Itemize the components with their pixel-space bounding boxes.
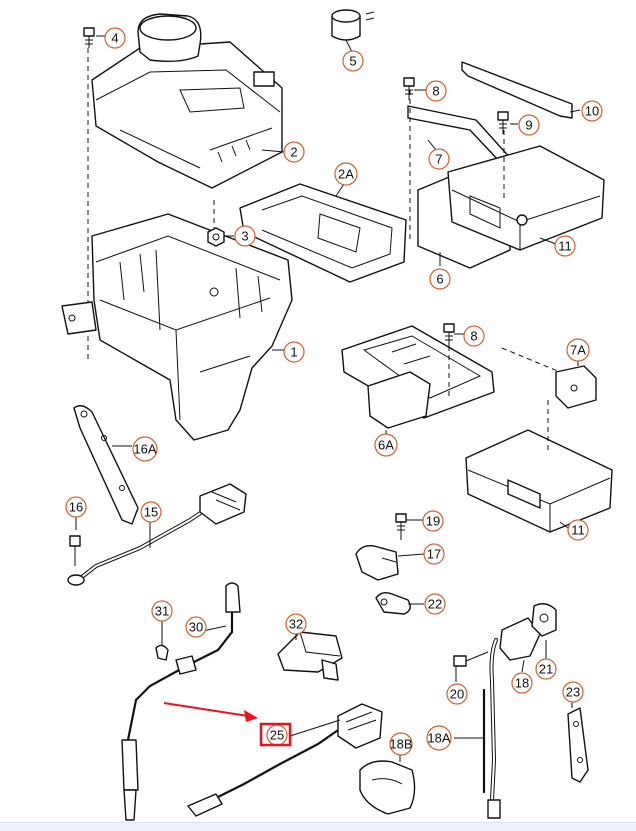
assembly-line bbox=[501, 347, 561, 373]
svg-text:3: 3 bbox=[241, 229, 248, 244]
callout-5: 5 bbox=[342, 50, 364, 72]
callout-11-lower: 11 bbox=[567, 519, 589, 541]
svg-text:2A: 2A bbox=[338, 167, 354, 182]
callout-23: 23 bbox=[562, 681, 584, 703]
callout-8-middle: 8 bbox=[463, 325, 485, 347]
svg-text:1: 1 bbox=[290, 345, 297, 360]
svg-text:10: 10 bbox=[585, 104, 599, 119]
sensor-32 bbox=[277, 631, 343, 681]
svg-text:7: 7 bbox=[435, 152, 442, 167]
bracket-16a bbox=[73, 405, 139, 525]
callout-15: 15 bbox=[140, 501, 162, 523]
svg-text:25: 25 bbox=[270, 728, 284, 743]
knock-sensor-15 bbox=[67, 483, 247, 586]
svg-text:18: 18 bbox=[515, 676, 529, 691]
svg-text:20: 20 bbox=[450, 687, 464, 702]
gasket-22 bbox=[375, 591, 411, 615]
ecu-box-housing bbox=[61, 213, 293, 441]
svg-text:8: 8 bbox=[432, 84, 439, 99]
callout-7: 7 bbox=[428, 148, 450, 170]
callout-6a: 6A bbox=[374, 433, 398, 457]
svg-text:17: 17 bbox=[427, 547, 441, 562]
callout-8-top: 8 bbox=[425, 80, 447, 102]
svg-text:2: 2 bbox=[290, 145, 297, 160]
callout-20: 20 bbox=[446, 683, 468, 705]
red-arrow bbox=[163, 702, 258, 722]
svg-text:6: 6 bbox=[436, 272, 443, 287]
callout-31: 31 bbox=[151, 600, 173, 622]
svg-text:18A: 18A bbox=[427, 731, 450, 746]
callout-11-top: 11 bbox=[554, 235, 576, 257]
page-footer-strip bbox=[0, 822, 636, 831]
svg-text:31: 31 bbox=[155, 604, 169, 619]
callout-32: 32 bbox=[285, 613, 307, 635]
callout-30: 30 bbox=[185, 616, 207, 638]
cover-18b bbox=[359, 760, 416, 815]
nut-3 bbox=[207, 227, 225, 247]
svg-text:19: 19 bbox=[426, 514, 440, 529]
highlight-box bbox=[259, 722, 292, 747]
callout-19: 19 bbox=[422, 510, 444, 532]
svg-text:11: 11 bbox=[558, 239, 572, 254]
callout-25: 25 bbox=[266, 724, 288, 746]
svg-text:15: 15 bbox=[144, 505, 158, 520]
bolt-19 bbox=[395, 513, 407, 540]
bolt-20 bbox=[453, 651, 489, 667]
clip-31 bbox=[155, 644, 169, 661]
callout-16a: 16A bbox=[132, 436, 158, 462]
callout-9: 9 bbox=[518, 114, 540, 136]
callout-18a: 18A bbox=[426, 725, 452, 751]
callout-7a: 7A bbox=[566, 338, 590, 362]
svg-text:8: 8 bbox=[470, 329, 477, 344]
svg-text:6A: 6A bbox=[378, 438, 394, 453]
callout-17: 17 bbox=[423, 543, 445, 565]
callout-3: 3 bbox=[234, 225, 256, 247]
callout-1: 1 bbox=[283, 341, 305, 363]
ecu-bracket-6a bbox=[341, 325, 495, 429]
callout-16: 16 bbox=[65, 496, 87, 518]
screw-4 bbox=[83, 27, 95, 48]
svg-text:7A: 7A bbox=[570, 343, 586, 358]
svg-text:5: 5 bbox=[349, 54, 356, 69]
callout-21: 21 bbox=[535, 658, 557, 680]
screw-8-middle bbox=[443, 323, 455, 346]
svg-text:23: 23 bbox=[566, 685, 580, 700]
callout-2: 2 bbox=[283, 141, 305, 163]
speed-sensor-18 bbox=[487, 603, 557, 819]
oxygen-sensor-30 bbox=[121, 582, 241, 821]
ecu-bracket-assembly bbox=[407, 61, 605, 269]
svg-text:22: 22 bbox=[428, 597, 442, 612]
svg-text:18B: 18B bbox=[389, 737, 412, 752]
callout-22: 22 bbox=[424, 593, 446, 615]
oxygen-sensor-25 bbox=[187, 703, 383, 817]
bracket-23 bbox=[567, 707, 589, 783]
svg-text:16A: 16A bbox=[133, 442, 156, 457]
screw-9 bbox=[497, 111, 509, 134]
ecu-box-cover bbox=[91, 13, 283, 189]
callout-10: 10 bbox=[581, 100, 603, 122]
bolt-16 bbox=[69, 535, 81, 566]
svg-text:32: 32 bbox=[289, 617, 303, 632]
ecu-unit-11-lower bbox=[465, 429, 613, 533]
svg-text:16: 16 bbox=[69, 500, 83, 515]
callout-6: 6 bbox=[429, 268, 451, 290]
svg-text:9: 9 bbox=[525, 118, 532, 133]
ecu-7a bbox=[555, 365, 597, 409]
svg-text:21: 21 bbox=[539, 662, 553, 677]
sensor-17 bbox=[355, 544, 399, 581]
svg-text:4: 4 bbox=[111, 31, 118, 46]
screw-8-top bbox=[403, 77, 415, 100]
callout-18b: 18B bbox=[389, 732, 413, 756]
callout-4: 4 bbox=[104, 27, 126, 49]
relay-5 bbox=[331, 9, 375, 41]
callout-18: 18 bbox=[511, 672, 533, 694]
svg-text:30: 30 bbox=[189, 620, 203, 635]
svg-text:11: 11 bbox=[571, 523, 585, 538]
callout-2a: 2A bbox=[334, 162, 358, 186]
